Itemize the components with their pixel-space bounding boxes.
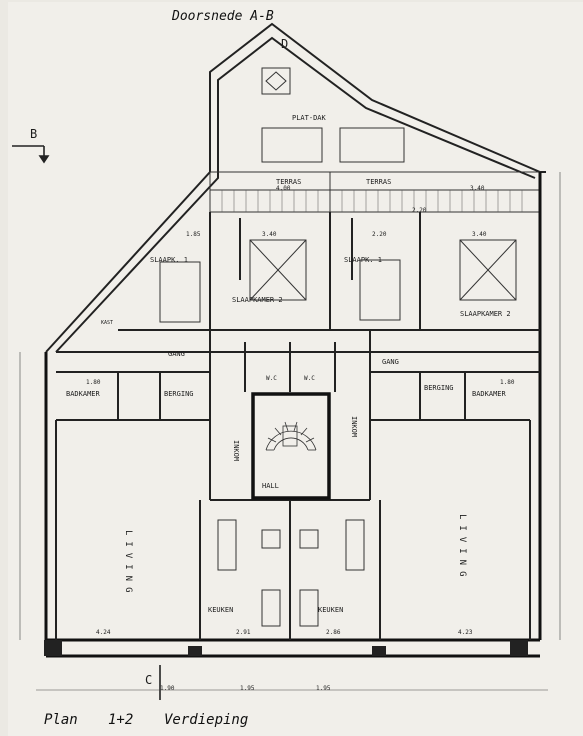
- room-hall: HALL: [262, 482, 279, 490]
- room-inkom-left: INKOM: [232, 440, 240, 461]
- section-mark-b: [12, 145, 50, 164]
- dim-14: 1.90: [160, 685, 175, 692]
- section-mark-d-label: D: [281, 37, 288, 51]
- plan-title: Plan: [44, 712, 78, 728]
- dim-8: 2.91: [236, 629, 251, 636]
- terrace-label-left: TERRAS: [276, 178, 301, 186]
- dimension-lines: [19, 172, 561, 691]
- dim-6: 1.80: [500, 379, 515, 386]
- dim-5: 1.80: [86, 379, 101, 386]
- room-slaapk-right: SLAAPK. 1: [344, 256, 382, 264]
- section-mark-c-label: C: [145, 673, 152, 687]
- dim-10: 4.23: [458, 629, 473, 636]
- dim-11: 4.00: [276, 185, 291, 192]
- dim-12: 3.40: [470, 185, 485, 192]
- spiral-stair: [265, 421, 317, 451]
- facade-posts: [44, 640, 528, 656]
- dim-1: 1.85: [186, 231, 201, 238]
- room-slaapk-left: SLAAPK. 1: [150, 256, 188, 264]
- dim-2: 3.40: [262, 231, 277, 238]
- room-berging-left: BERGING: [164, 390, 194, 398]
- room-wc-right: W.C: [304, 375, 315, 382]
- dim-7: 4.24: [96, 629, 111, 636]
- room-keuken-left: KEUKEN: [208, 606, 233, 614]
- room-living-right: LIVING: [457, 514, 467, 583]
- room-slaapkamer2-left: SLAAPKAMER 2: [232, 296, 283, 304]
- room-slaapkamer2-right: SLAAPKAMER 2: [460, 310, 511, 318]
- plan-floors: 1+2: [108, 712, 133, 728]
- roof-skylights: [261, 67, 405, 163]
- dim-4: 3.40: [472, 231, 487, 238]
- room-wc-left: W.C: [266, 375, 277, 382]
- stairwell: [251, 392, 331, 500]
- flat-roof-label: PLAT-DAK: [292, 114, 327, 122]
- section-mark-b-label: B: [30, 127, 37, 141]
- terrace-hatching: [221, 190, 523, 212]
- room-badkamer-left: BADKAMER: [66, 390, 101, 398]
- dim-3: 2.20: [372, 231, 387, 238]
- dim-13: 2.20: [412, 207, 427, 214]
- room-keuken-right: KEUKEN: [318, 606, 343, 614]
- section-label: Doorsnede A-B: [171, 9, 274, 24]
- room-gang-right: GANG: [382, 358, 399, 366]
- room-living-left: LIVING: [123, 530, 133, 599]
- room-inkom-right: INKOM: [350, 416, 358, 437]
- dim-9: 2.86: [326, 629, 341, 636]
- dim-15: 1.95: [240, 685, 255, 692]
- room-berging-right: BERGING: [424, 384, 454, 392]
- beds: [159, 239, 517, 323]
- paper-sheet: [8, 2, 583, 736]
- kitchen-fixtures: [217, 519, 365, 627]
- room-gang-left: GANG: [168, 350, 185, 358]
- plan-word: Verdieping: [164, 712, 248, 728]
- building-outline: [44, 172, 542, 658]
- dim-16: 1.95: [316, 685, 331, 692]
- terrace-label-right: TERRAS: [366, 178, 391, 186]
- room-kast: KAST: [101, 320, 113, 326]
- room-badkamer-right: BADKAMER: [472, 390, 507, 398]
- interior-walls: [55, 212, 540, 640]
